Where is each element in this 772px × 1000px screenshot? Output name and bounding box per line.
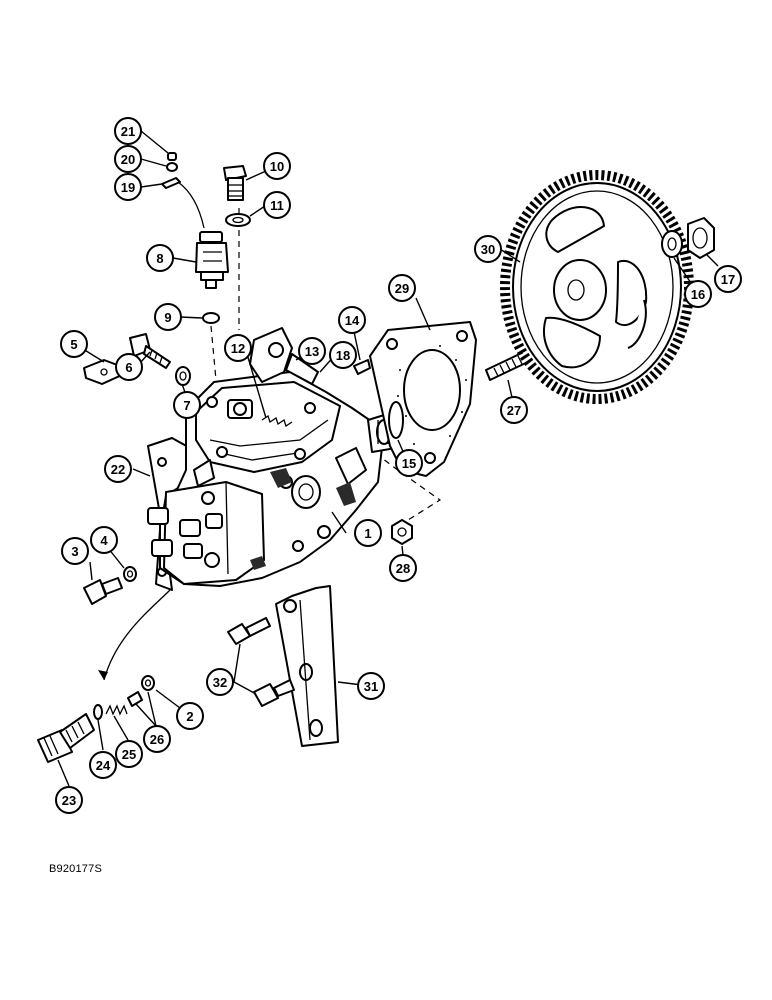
svg-text:7: 7 — [183, 398, 190, 413]
callout-4: 4 — [90, 526, 118, 554]
wire-lead — [177, 181, 205, 229]
svg-text:18: 18 — [336, 348, 350, 363]
callout-28: 28 — [389, 554, 417, 582]
svg-text:14: 14 — [345, 313, 360, 328]
callout-15: 15 — [395, 449, 423, 477]
callout-22: 22 — [104, 455, 132, 483]
oring-15 — [388, 401, 404, 439]
callout-5: 5 — [60, 330, 88, 358]
callout-30: 30 — [474, 235, 502, 263]
callout-16: 16 — [684, 280, 712, 308]
svg-text:11: 11 — [270, 198, 284, 213]
svg-text:27: 27 — [507, 403, 521, 418]
reference-arrow-head — [98, 670, 108, 680]
svg-text:21: 21 — [121, 124, 135, 139]
outlet-fittings — [147, 491, 223, 568]
washer-24 — [93, 704, 103, 720]
svg-text:17: 17 — [721, 272, 735, 287]
svg-text:24: 24 — [96, 758, 111, 773]
callout-18: 18 — [329, 341, 357, 369]
bolt-32-upper — [227, 617, 271, 645]
svg-text:25: 25 — [122, 747, 136, 762]
callout-17: 17 — [714, 265, 742, 293]
washer-11 — [225, 213, 251, 227]
gasket-29 — [369, 321, 477, 477]
svg-text:23: 23 — [62, 793, 76, 808]
callout-11: 11 — [263, 191, 291, 219]
callout-14: 14 — [338, 306, 366, 334]
callout-19: 19 — [114, 173, 142, 201]
assembly-lines — [210, 208, 442, 521]
callout-1: 1 — [354, 519, 382, 547]
lock-washer-16 — [661, 230, 683, 258]
reference-arrow — [103, 589, 171, 681]
bracket-31 — [275, 585, 339, 747]
svg-text:16: 16 — [691, 287, 705, 302]
svg-text:12: 12 — [231, 341, 245, 356]
solenoid-8 — [195, 231, 229, 289]
nut-17 — [687, 217, 715, 259]
svg-text:1: 1 — [364, 526, 371, 541]
callout-12: 12 — [224, 334, 252, 362]
nut-28 — [391, 519, 413, 545]
svg-text:22: 22 — [111, 462, 125, 477]
washer-7 — [175, 366, 191, 386]
callout-3: 3 — [61, 537, 89, 565]
svg-text:32: 32 — [213, 675, 227, 690]
callout-27: 27 — [500, 396, 528, 424]
svg-text:2: 2 — [186, 709, 193, 724]
svg-text:30: 30 — [481, 242, 495, 257]
fitting-23 — [37, 713, 95, 763]
washer-20 — [166, 162, 178, 172]
svg-text:13: 13 — [305, 344, 319, 359]
plug-3 — [83, 577, 123, 605]
svg-text:8: 8 — [156, 251, 163, 266]
callout-6: 6 — [115, 353, 143, 381]
callout-31: 31 — [357, 672, 385, 700]
svg-text:19: 19 — [121, 180, 135, 195]
svg-text:29: 29 — [395, 281, 409, 296]
callout-29: 29 — [388, 274, 416, 302]
svg-text:20: 20 — [121, 152, 135, 167]
svg-text:5: 5 — [70, 337, 77, 352]
drawing-code: B920177S — [49, 863, 102, 875]
spring-25 — [105, 704, 128, 716]
bolt-32-lower — [253, 679, 295, 707]
small-nut-21 — [167, 152, 177, 161]
callout-13: 13 — [298, 337, 326, 365]
valve-26 — [127, 675, 155, 707]
callout-8: 8 — [146, 244, 174, 272]
callout-23: 23 — [55, 786, 83, 814]
callout-20: 20 — [114, 145, 142, 173]
svg-text:10: 10 — [270, 159, 284, 174]
gear-30 — [500, 170, 694, 404]
callout-7: 7 — [173, 391, 201, 419]
washer-4 — [123, 566, 137, 582]
callout-24: 24 — [89, 751, 117, 779]
callout-26: 26 — [143, 725, 171, 753]
svg-text:28: 28 — [396, 561, 410, 576]
svg-text:26: 26 — [150, 732, 164, 747]
callout-10: 10 — [263, 152, 291, 180]
callout-25: 25 — [115, 740, 143, 768]
injection-pump-body-1 — [147, 327, 401, 591]
callout-9: 9 — [154, 303, 182, 331]
svg-text:3: 3 — [71, 544, 78, 559]
callout-2: 2 — [176, 702, 204, 730]
callout-21: 21 — [114, 117, 142, 145]
bolt-10 — [223, 165, 247, 201]
oring-9 — [202, 312, 220, 324]
svg-text:6: 6 — [125, 360, 132, 375]
callout-32: 32 — [206, 668, 234, 696]
svg-text:9: 9 — [164, 310, 171, 325]
key-14 — [353, 359, 371, 375]
terminal-19 — [161, 177, 181, 189]
screw-6 — [129, 333, 171, 369]
svg-text:15: 15 — [402, 456, 416, 471]
svg-text:31: 31 — [364, 679, 378, 694]
svg-text:4: 4 — [100, 533, 108, 548]
